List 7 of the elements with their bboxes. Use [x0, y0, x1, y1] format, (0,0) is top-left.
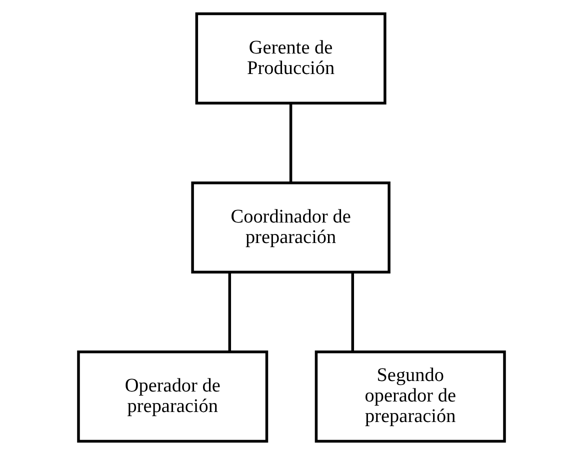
node-box: Gerente de Producción — [195, 12, 386, 104]
connector — [351, 272, 354, 352]
node-box: Coordinador de preparación — [191, 181, 390, 274]
node-box: Operador de preparación — [77, 350, 268, 443]
connector — [289, 103, 292, 182]
node-box: Segundo operador de preparación — [314, 350, 506, 443]
connector — [228, 272, 232, 352]
